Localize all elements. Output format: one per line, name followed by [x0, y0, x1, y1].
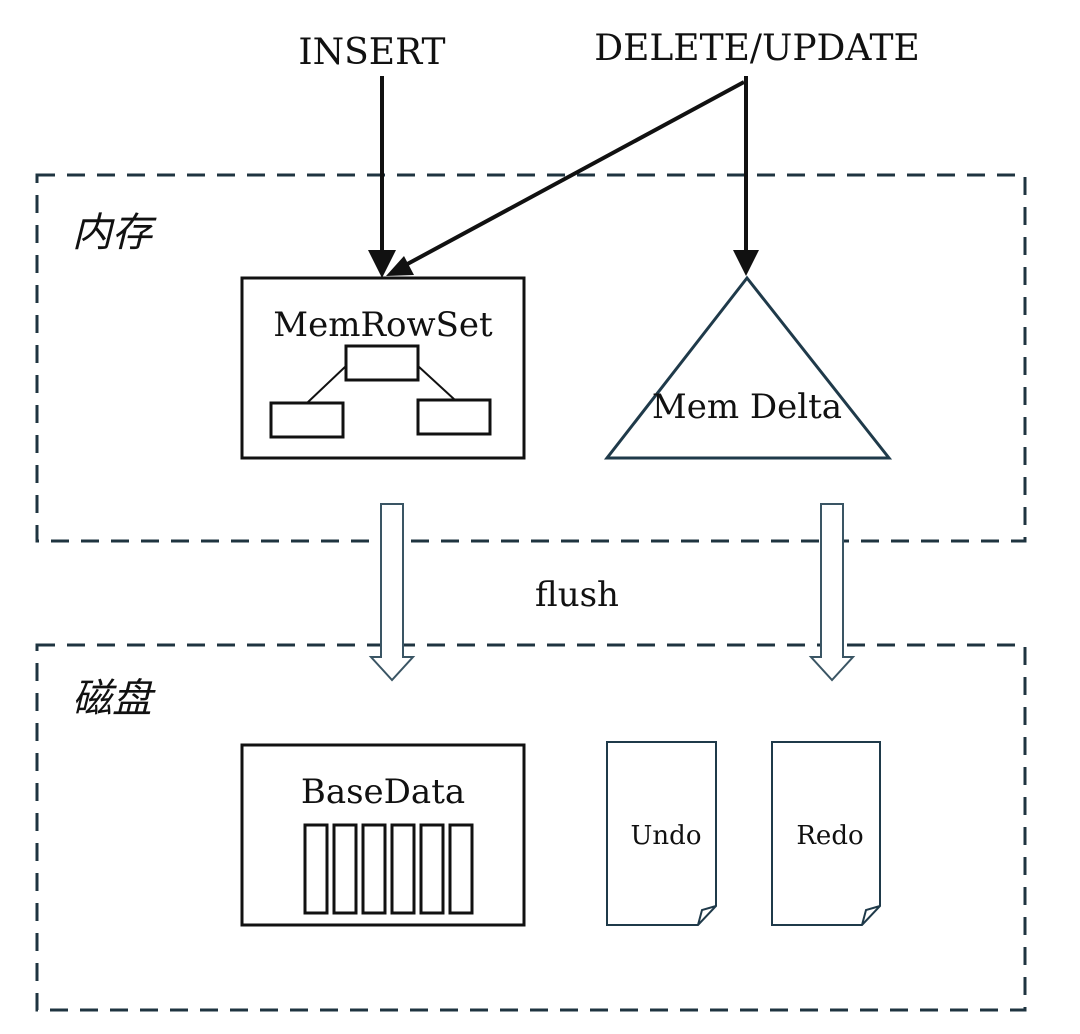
redo-document-fold [861, 905, 881, 926]
tree-node-root [344, 344, 420, 382]
insert-arrowhead [368, 250, 396, 278]
delete-update-to-memrowset-arrow [399, 80, 745, 270]
flush-label: flush [535, 575, 619, 615]
delete-update-label: DELETE/UPDATE [594, 28, 920, 69]
memrowset-label: MemRowSet [273, 305, 493, 345]
memdelta-triangle [603, 275, 893, 460]
basedata-column [361, 823, 387, 915]
flush-arrow-right [808, 503, 856, 682]
redo-label: Redo [796, 821, 863, 851]
flush-arrow-left [368, 503, 416, 682]
delete-update-to-memdelta-arrowhead [733, 250, 759, 276]
basedata-column [390, 823, 416, 915]
basedata-column [448, 823, 474, 915]
basedata-column [303, 823, 329, 915]
insert-label: INSERT [298, 32, 445, 73]
basedata-label: BaseData [301, 772, 465, 812]
disk-region [35, 643, 1027, 1012]
delete-update-to-memrowset-arrowhead [386, 256, 414, 276]
tree-node-right [416, 398, 492, 436]
undo-label: Undo [631, 821, 702, 851]
undo-document-fold [697, 905, 717, 926]
undo-document [606, 741, 717, 926]
memory-region-label: 内存 [72, 210, 157, 256]
basedata-columns [303, 823, 474, 915]
memdelta-label: Mem Delta [652, 387, 842, 427]
tree-node-left [269, 401, 345, 439]
disk-region-label: 磁盘 [72, 676, 156, 722]
basedata-column [419, 823, 445, 915]
tree-edge-left [306, 365, 347, 404]
tree-edge-right [417, 365, 456, 401]
basedata-column [332, 823, 358, 915]
memory-region [35, 173, 1027, 543]
redo-document [771, 741, 881, 926]
